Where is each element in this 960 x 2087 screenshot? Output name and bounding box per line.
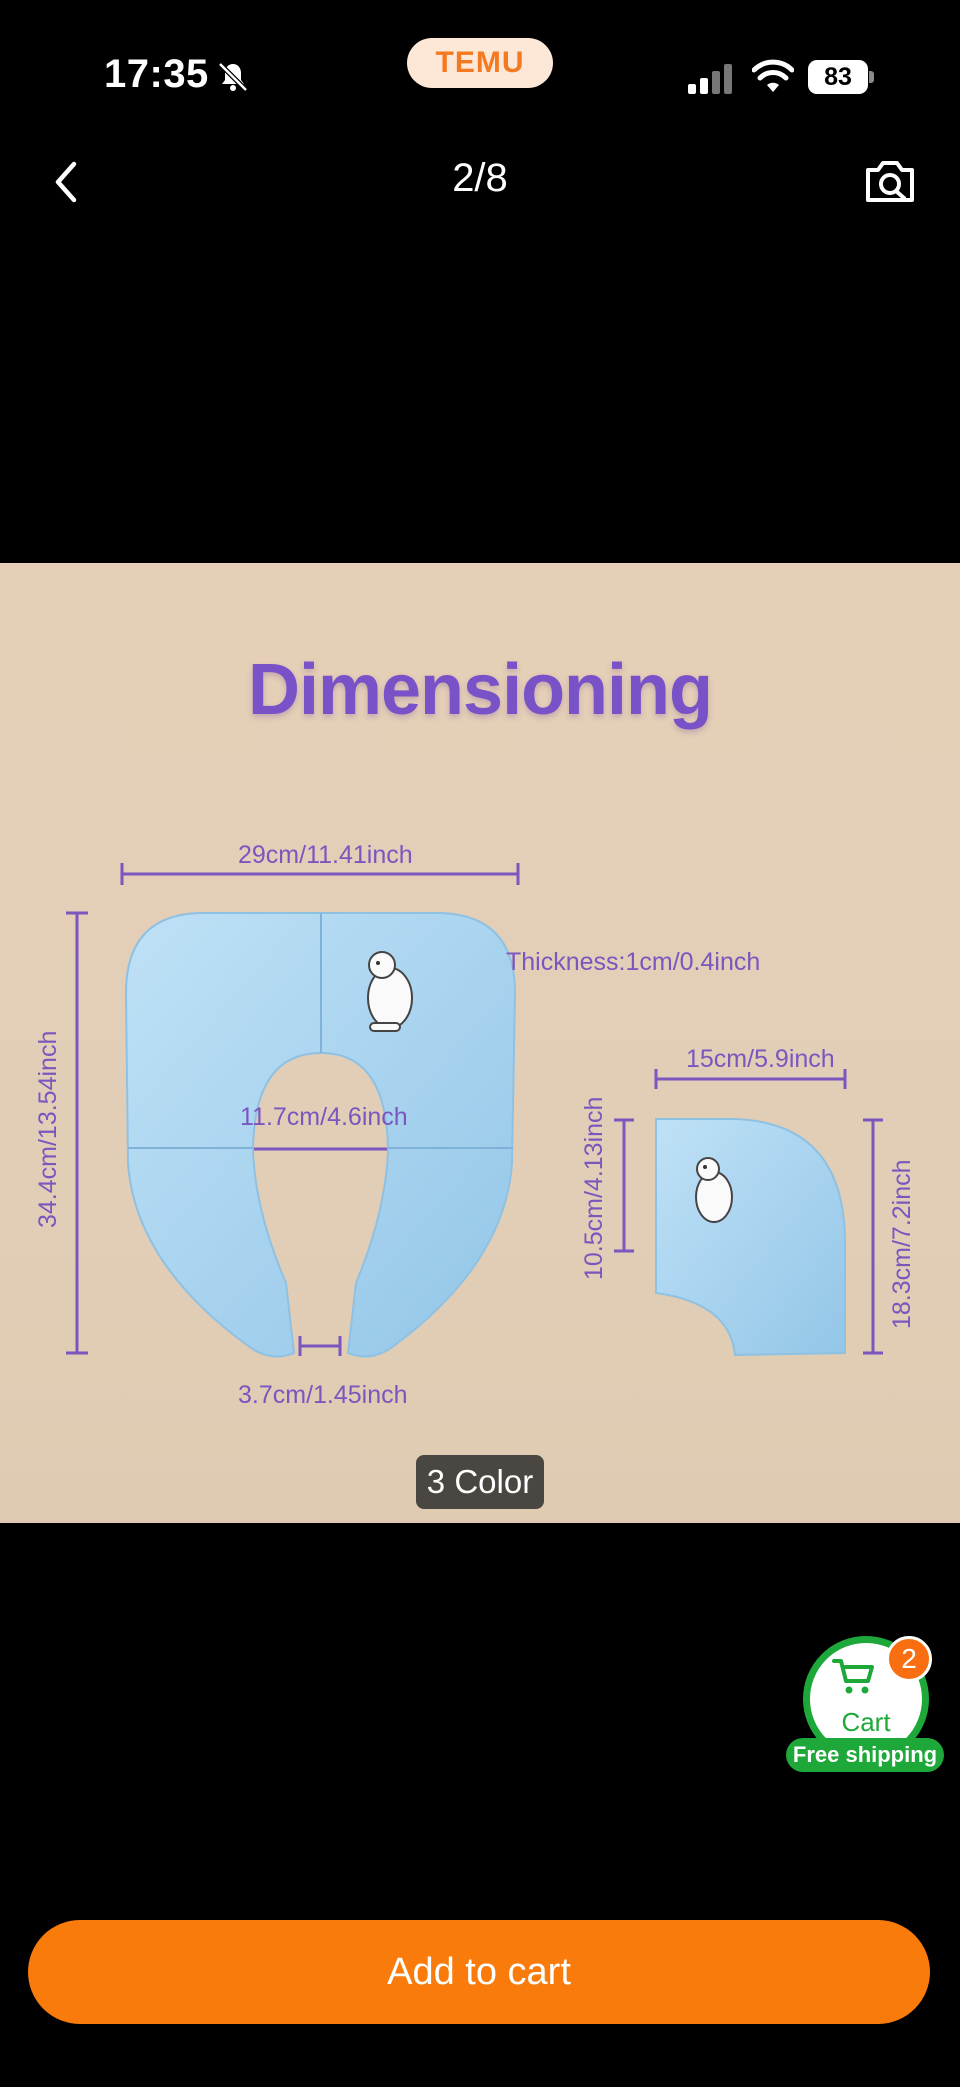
status-time: 17:35: [104, 52, 209, 96]
dimension-diagram: [66, 863, 883, 1358]
dim-height-label: 34.4cm/13.54inch: [34, 1030, 62, 1228]
dim-gap-label: 3.7cm/1.45inch: [238, 1381, 408, 1409]
dim-inner-width-label: 11.7cm/4.6inch: [240, 1103, 408, 1131]
cart-label: Cart: [841, 1707, 891, 1737]
signal-icon: [688, 64, 732, 94]
battery-icon: 83: [808, 60, 874, 94]
dim-width-label: 29cm/11.41inch: [238, 841, 413, 869]
dim-thickness-label: Thickness:1cm/0.4inch: [506, 948, 761, 976]
product-image[interactable]: Dimensioning: [0, 563, 960, 1523]
wifi-icon: [752, 59, 794, 92]
camera-search-icon[interactable]: [862, 156, 918, 206]
cart-icon: [832, 1659, 874, 1694]
free-shipping-badge: Free shipping: [786, 1738, 944, 1772]
battery-nub: [869, 71, 874, 83]
image-counter: 2/8: [452, 156, 508, 200]
cart-count-badge: 2: [886, 1636, 932, 1682]
chevron-left-icon[interactable]: [50, 158, 84, 206]
dim-folded-height-label: 18.3cm/7.2inch: [888, 1159, 916, 1329]
battery-level: 83: [808, 60, 868, 94]
bell-slash-icon: [218, 62, 248, 92]
cart-button[interactable]: Cart 2 Free shipping: [786, 1636, 944, 1772]
color-count-badge[interactable]: 3 Color: [416, 1455, 544, 1509]
add-to-cart-button[interactable]: Add to cart: [28, 1920, 930, 2024]
image-title: Dimensioning: [247, 650, 713, 730]
dim-folded-width-label: 15cm/5.9inch: [686, 1045, 835, 1073]
temu-logo[interactable]: TEMU: [407, 38, 553, 88]
dim-folded-inner-height-label: 10.5cm/4.13inch: [580, 1096, 608, 1280]
